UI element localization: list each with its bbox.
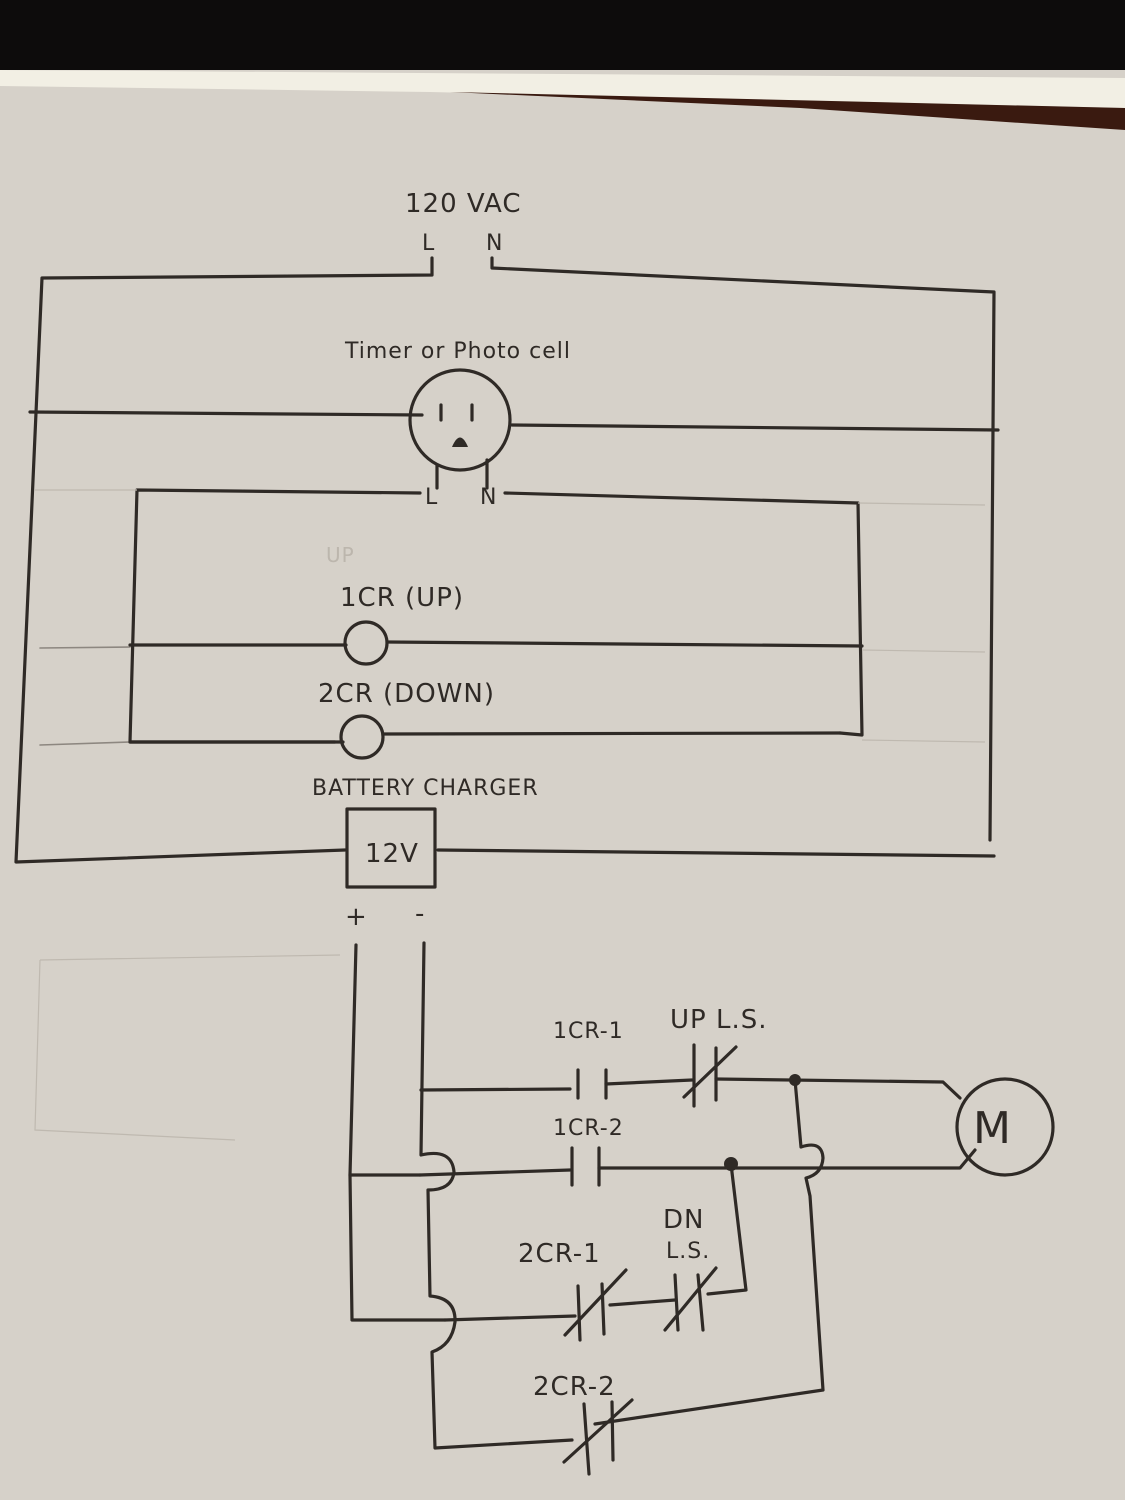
contact-2cr1-label: 2CR-1 xyxy=(518,1239,601,1269)
contact-2cr1-nc-icon xyxy=(563,1268,628,1342)
contact-dnls-nc-icon xyxy=(663,1266,718,1332)
positive-rail xyxy=(348,943,447,1322)
charger-box xyxy=(345,807,437,889)
relay-1cr: 1CR (UP) xyxy=(128,583,864,666)
relay-2cr-wire-right xyxy=(381,731,842,736)
rung-down-wire-mid xyxy=(608,1298,677,1307)
rung-1cr2: 1CR-2 xyxy=(418,1116,977,1296)
neutral-label: N xyxy=(486,231,503,256)
negative-rail xyxy=(419,941,574,1450)
motor: M xyxy=(955,1077,1055,1177)
paper-edge-highlight xyxy=(0,70,1125,108)
motor-label: M xyxy=(973,1103,1012,1154)
contact-upls-label: UP L.S. xyxy=(670,1005,768,1035)
charger-label: BATTERY CHARGER xyxy=(312,776,539,801)
timer-line-wire xyxy=(28,410,424,417)
contact-dnls-label-2: L.S. xyxy=(666,1239,710,1264)
paper-sheet xyxy=(0,70,1125,1500)
contact-1cr2-label: 1CR-2 xyxy=(553,1116,624,1141)
relay-2cr-label: 2CR (DOWN) xyxy=(318,679,495,709)
source-label: 120 VAC xyxy=(405,189,522,219)
relay-1cr-wire-right xyxy=(385,640,864,648)
down-return-wire xyxy=(706,1162,748,1296)
negative-branch-top xyxy=(419,1087,572,1092)
outlet-receptacle-icon xyxy=(408,368,512,490)
up-return-wire xyxy=(593,1078,825,1426)
contact-dnls-label: DN xyxy=(663,1205,704,1235)
line-label: L xyxy=(422,231,435,256)
contact-2cr2-nc-icon xyxy=(562,1398,634,1476)
battery-charger: BATTERY CHARGER 12V + - xyxy=(312,776,539,932)
rung-2cr2: 2CR-2 xyxy=(533,1372,634,1476)
erased-lines xyxy=(35,489,986,743)
faint-left-wires xyxy=(39,646,131,746)
charger-neutral-wire xyxy=(436,848,996,858)
timer-label: Timer or Photo cell xyxy=(344,339,571,364)
charger-voltage: 12V xyxy=(365,839,419,869)
paper-edge-shadow xyxy=(450,92,1125,130)
contact-1cr1-label: 1CR-1 xyxy=(553,1019,624,1044)
rung-up: 1CR-1 UP L.S. xyxy=(553,1005,962,1426)
charger-plus-label: + xyxy=(345,902,368,932)
contact-2cr2-label: 2CR-2 xyxy=(533,1372,616,1402)
rung-down-wire-left xyxy=(443,1314,577,1322)
contact-upls-nc-icon xyxy=(682,1043,738,1108)
timer-neutral-label: N xyxy=(480,485,497,510)
relay-coil-icon xyxy=(339,714,385,760)
timer: Timer or Photo cell L N xyxy=(28,339,1000,510)
rung-up-wire-mid xyxy=(604,1078,694,1086)
erased-box xyxy=(34,954,341,1141)
motor-icon xyxy=(955,1077,1055,1177)
rung-1cr2-wire-left xyxy=(418,1168,572,1177)
rung-down: 2CR-1 DN L.S. xyxy=(443,1205,718,1342)
charger-minus-label: - xyxy=(415,899,425,929)
faint-note: UP xyxy=(326,543,355,567)
timer-output-neutral xyxy=(503,491,864,737)
line-rail xyxy=(14,256,434,864)
relay-1cr-label: 1CR (UP) xyxy=(340,583,464,613)
relay-2cr: 2CR (DOWN) xyxy=(128,679,842,760)
timer-neutral-wire xyxy=(510,423,1000,432)
timer-line-label: L xyxy=(425,485,438,510)
neutral-rail xyxy=(490,256,996,842)
rung-1cr2-wire-right xyxy=(597,1148,977,1170)
ac-source: 120 VAC L N xyxy=(405,189,522,256)
